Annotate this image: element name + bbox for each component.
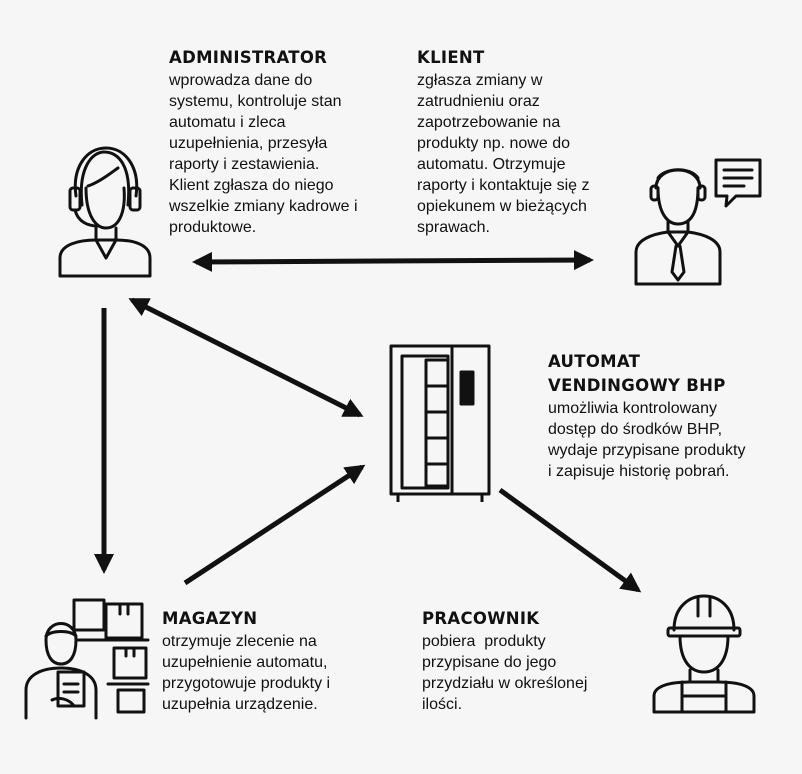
magazyn-title: MAGAZYN	[162, 609, 258, 628]
arrow-magazyn-automat	[183, 464, 366, 586]
magazyn-description: otrzymuje zlecenie na uzupełnienie autom…	[162, 633, 331, 713]
headset-operator-icon	[58, 146, 152, 278]
administrator-description: wprowadza dane do systemu, kontroluje st…	[169, 72, 358, 236]
automat-title: AUTOMAT VENDINGOWY BHP	[548, 352, 726, 395]
arrow-admin-automat	[128, 297, 364, 418]
klient-description: zgłasza zmiany w zatrudnieniu oraz zapot…	[417, 72, 590, 236]
arrow-automat-pracownik	[498, 487, 642, 593]
construction-worker-icon	[652, 594, 756, 714]
vending-machine-icon	[389, 344, 491, 502]
businessman-chat-icon	[634, 158, 762, 286]
magazyn-block: MAGAZYN otrzymuje zlecenie na uzupełnien…	[162, 607, 330, 715]
pracownik-block: PRACOWNIK pobiera produkty przypisane do…	[422, 607, 587, 715]
administrator-block: ADMINISTRATOR wprowadza dane do systemu,…	[169, 46, 358, 238]
automat-description: umożliwia kontrolowany dostęp do środków…	[548, 400, 746, 480]
klient-title: KLIENT	[417, 48, 485, 67]
administrator-title: ADMINISTRATOR	[169, 48, 328, 67]
klient-block: KLIENT zgłasza zmiany w zatrudnieniu ora…	[417, 46, 590, 238]
arrow-admin-klient	[192, 250, 594, 272]
warehouse-worker-icon	[24, 598, 150, 720]
pracownik-title: PRACOWNIK	[422, 609, 540, 628]
automat-block: AUTOMAT VENDINGOWY BHP umożliwia kontrol…	[548, 350, 745, 482]
pracownik-description: pobiera produkty przypisane do jego przy…	[422, 633, 588, 713]
